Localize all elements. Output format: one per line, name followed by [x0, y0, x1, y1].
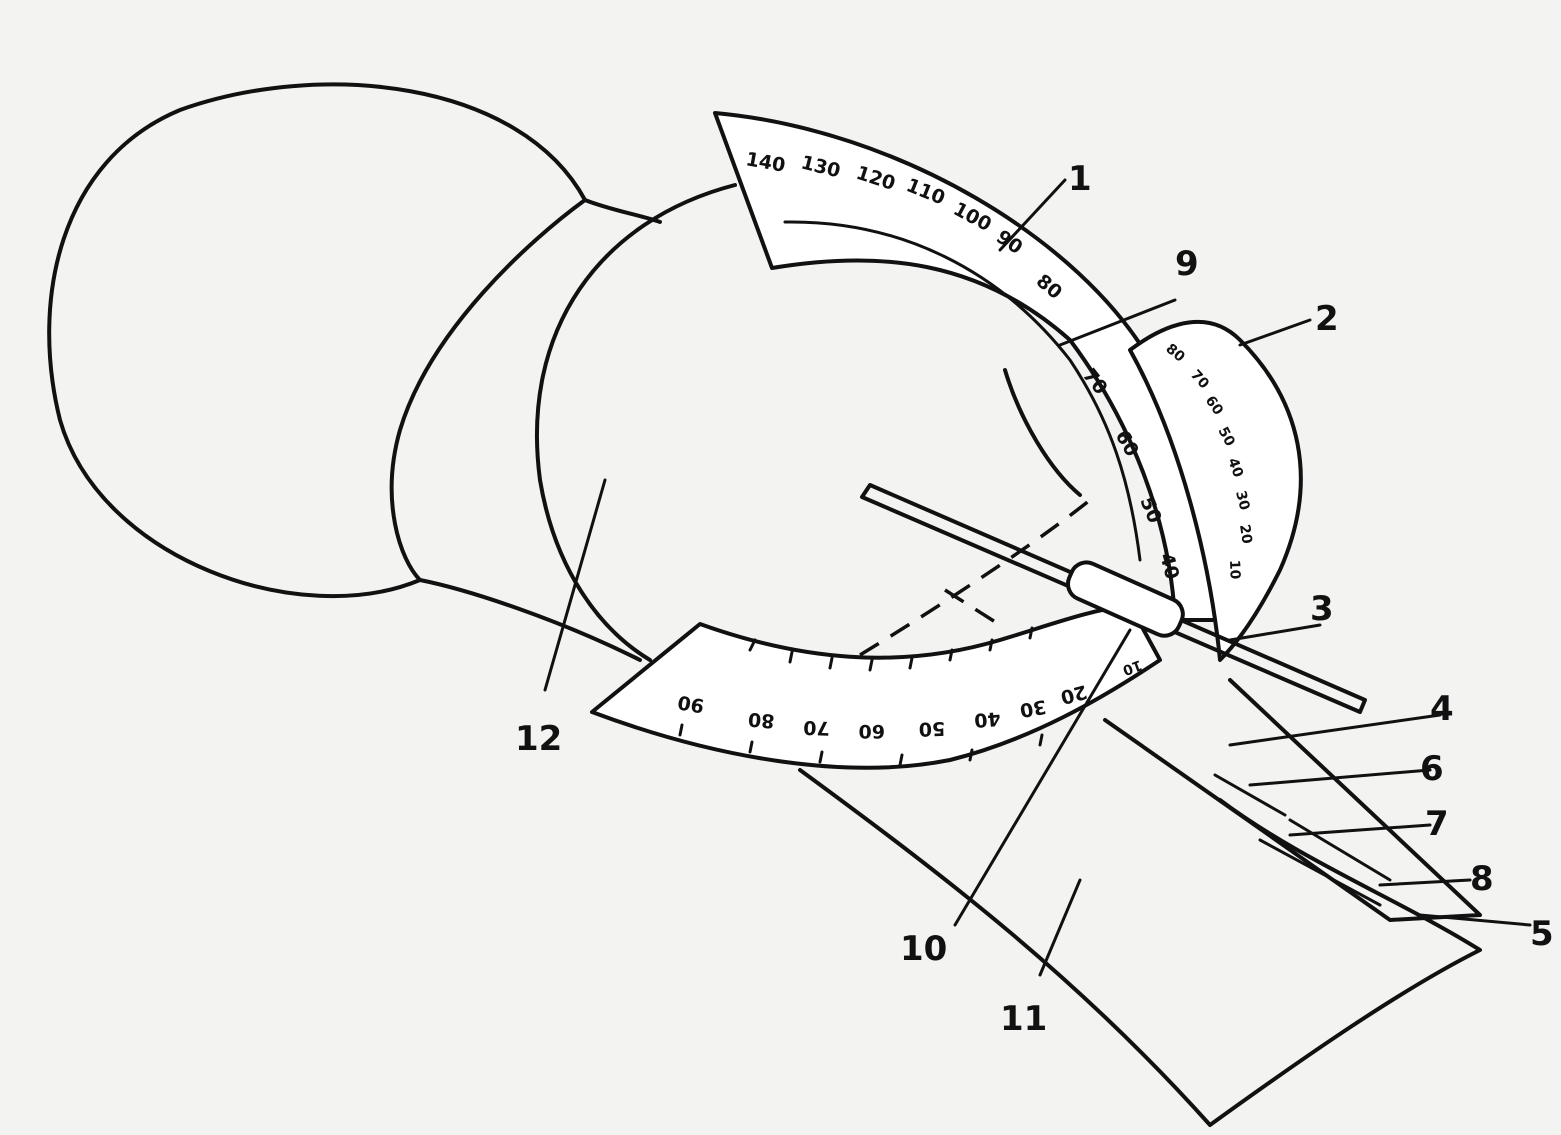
scale-3-number: 40: [973, 707, 1001, 731]
label-9: 9: [1175, 244, 1199, 284]
scale-2-number: 30: [1232, 489, 1252, 512]
scale-1-slot: [783, 220, 1142, 562]
scale-3-arc: [590, 603, 1162, 770]
rear-bulb: [47, 82, 587, 599]
sleeve-top: [583, 198, 662, 224]
label-12: 12: [515, 719, 562, 759]
scale-2-number: 20: [1236, 523, 1255, 545]
ruler-slot: [1213, 773, 1392, 907]
scale-3-number: 80: [747, 708, 775, 732]
label-6: 6: [1420, 749, 1444, 789]
scale-2-arc: [1128, 319, 1303, 662]
base-plate: [798, 768, 1482, 1127]
scale-3-number: 70: [803, 716, 830, 739]
eyeball: [534, 183, 737, 662]
scale-3-numbers: 90 80 70 60 50 40 30 20 10: [676, 656, 1144, 742]
scale-3-number: 60: [859, 720, 885, 742]
scale-3-number: 10: [1120, 656, 1144, 678]
scale-3-number: 50: [918, 717, 945, 740]
label-3: 3: [1310, 589, 1334, 629]
scale-3-number: 30: [1018, 695, 1048, 721]
label-5: 5: [1530, 914, 1554, 954]
label-7: 7: [1425, 804, 1449, 844]
slider-9: [1003, 368, 1082, 497]
hidden-slot: [944, 588, 1001, 627]
scale-3-number: 90: [676, 690, 706, 716]
sleeve: [389, 198, 642, 662]
label-11: 11: [1000, 999, 1047, 1039]
label-8: 8: [1470, 859, 1494, 899]
probe-rod: [860, 483, 1367, 714]
label-1: 1: [1068, 159, 1092, 199]
hidden-arc: [859, 498, 1092, 657]
probe-sleeve: [1065, 560, 1185, 638]
leader-lines: [543, 178, 1532, 977]
label-4: 4: [1430, 689, 1454, 729]
label-10: 10: [900, 929, 947, 969]
scale-2-number: 10: [1226, 560, 1243, 580]
label-2: 2: [1315, 299, 1339, 339]
scale-3-ticks: [678, 626, 1044, 767]
scale-2-number: 40: [1224, 456, 1246, 480]
